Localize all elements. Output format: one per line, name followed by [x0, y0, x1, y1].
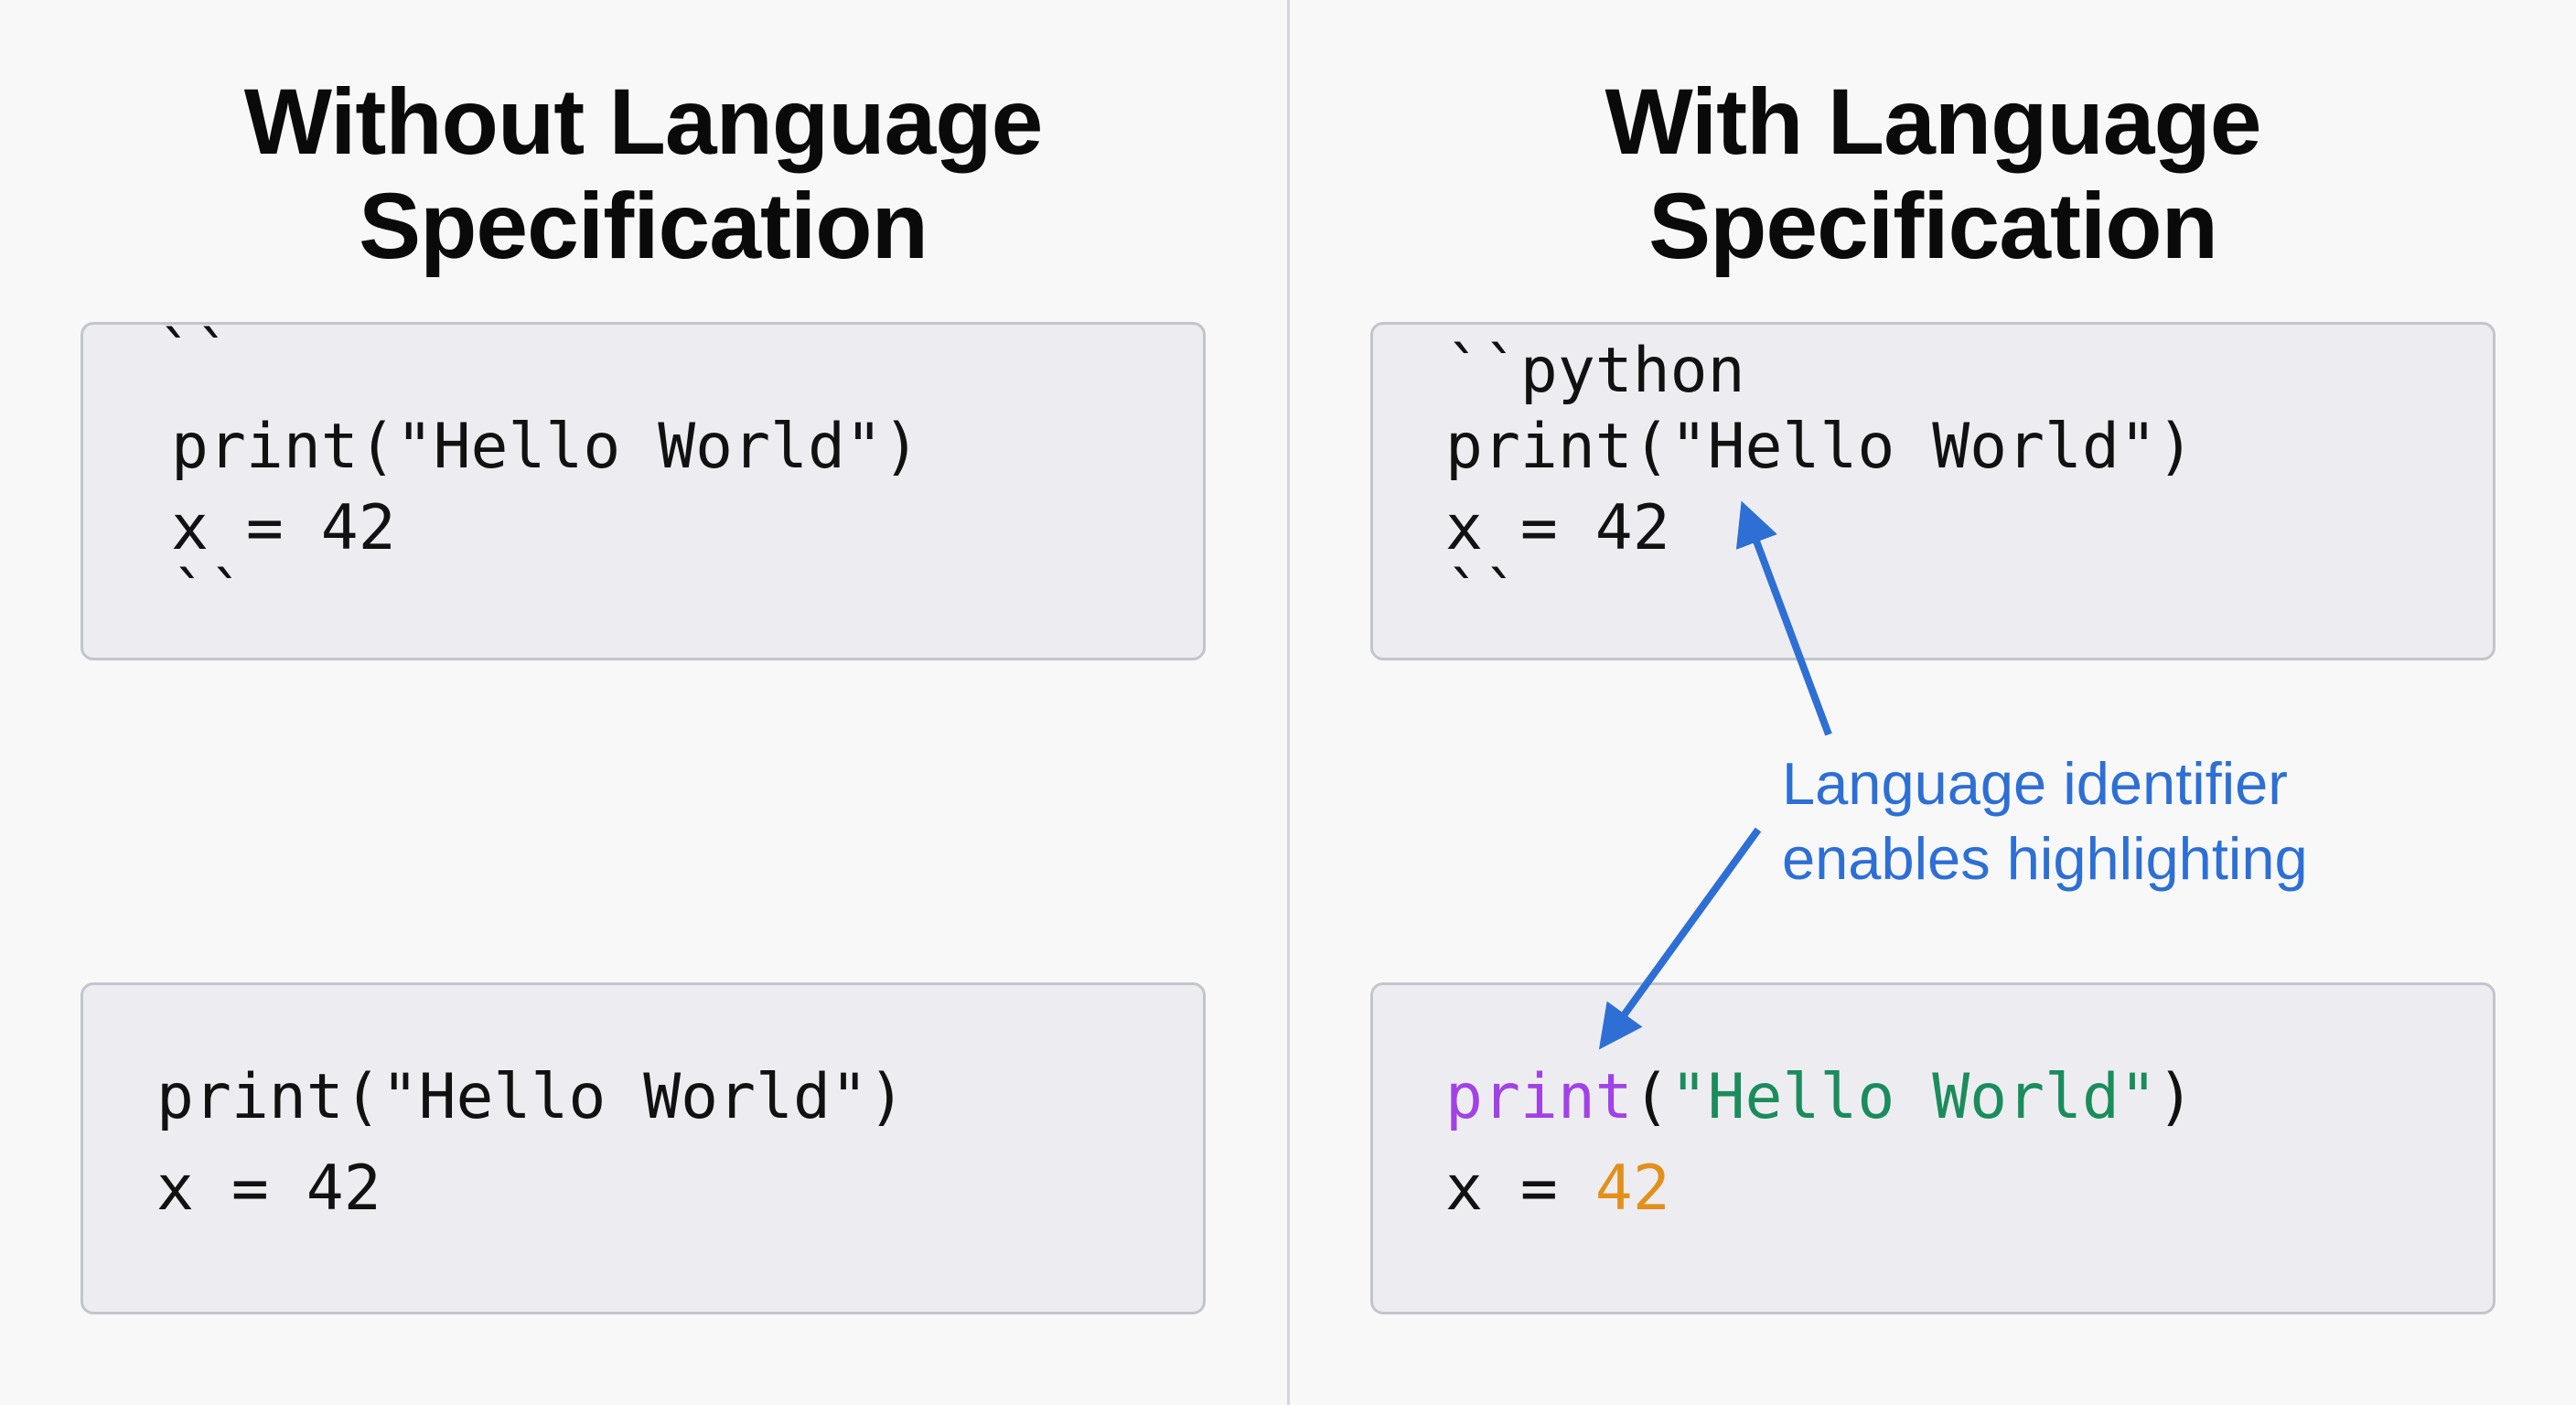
right-code-line1: print("Hello World") — [1445, 411, 2195, 483]
assignment: x = — [1445, 1153, 1595, 1225]
left-open-fence: `` — [157, 319, 232, 391]
right-close-fence: `` — [1445, 560, 1520, 632]
right-rendered-line1: print("Hello World") — [1445, 1067, 2195, 1129]
right-title: With Language Specification — [1370, 70, 2496, 278]
panel-divider — [1287, 0, 1290, 1405]
right-open-fence: ``python — [1445, 335, 1745, 407]
paren-open: ( — [1632, 1061, 1670, 1133]
right-code-block-raw — [1370, 322, 2496, 660]
left-title-line1: Without Language — [243, 70, 1044, 174]
left-rendered-block — [80, 982, 1206, 1314]
left-title-line2: Specification — [359, 174, 928, 278]
left-rendered-line1: print("Hello World") — [156, 1061, 906, 1133]
right-code-line2: x = 42 — [1445, 492, 1670, 564]
left-close-fence: `` — [171, 560, 246, 632]
right-title-line1: With Language — [1605, 70, 2261, 174]
paren-close: ) — [2156, 1061, 2195, 1133]
left-title: Without Language Specification — [80, 70, 1206, 278]
annotation-line1: Language identifier — [1782, 750, 2288, 817]
left-code-line2: x = 42 — [171, 492, 396, 564]
annotation-line2: enables highlighting — [1782, 825, 2308, 892]
arrow-to-highlighted-code — [1598, 827, 1762, 1050]
keyword-print: print — [1445, 1061, 1633, 1133]
left-rendered-line2: x = 42 — [156, 1153, 381, 1225]
right-title-line2: Specification — [1648, 174, 2218, 278]
number-literal: 42 — [1594, 1153, 1670, 1225]
right-rendered-block — [1370, 982, 2496, 1314]
left-code-block-raw — [80, 322, 1206, 660]
arrow-to-language-identifier — [1735, 500, 1832, 736]
left-code-line1: print("Hello World") — [171, 411, 920, 483]
string-literal: "Hello World" — [1669, 1061, 2157, 1133]
right-rendered-line2: x = 42 — [1445, 1158, 1670, 1220]
